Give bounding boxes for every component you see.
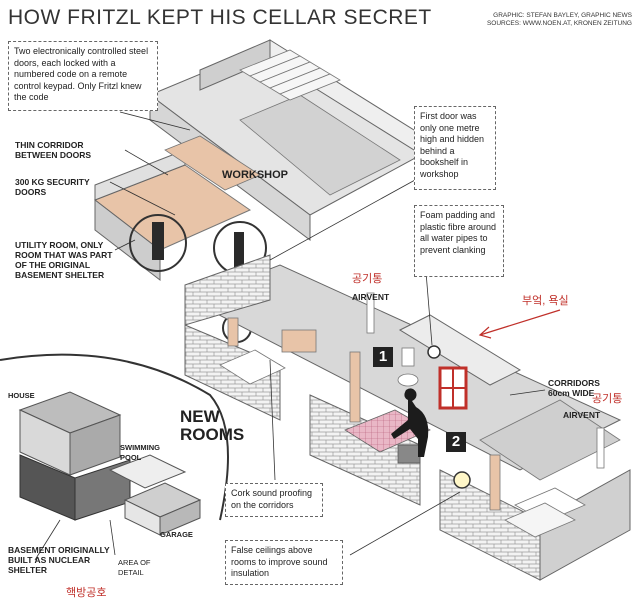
- corridor-panel-3: [227, 317, 239, 347]
- note-ceilings: False ceilings above rooms to improve so…: [225, 540, 343, 585]
- workshop-floor: [239, 94, 401, 196]
- room-right-floor: [479, 399, 621, 481]
- airvent-pipe-2: [596, 427, 605, 469]
- upper-basement: [93, 39, 431, 343]
- label-airvent-2: AIRVENT: [563, 410, 601, 420]
- label-corridors: CORRIDORS 60cm WIDE: [548, 378, 600, 398]
- mirror: [401, 347, 415, 367]
- badge-2: 2: [446, 432, 466, 452]
- sink: [397, 373, 419, 387]
- credit-line-2: SOURCES: WWW.NOEN.AT, KRONEN ZEITUNG: [486, 20, 632, 27]
- red-arrow: [478, 309, 561, 339]
- bed-right-2: [504, 502, 576, 538]
- label-security-doors: 300 KG SECURITY DOORS: [15, 177, 90, 197]
- badge-1: 1: [373, 347, 393, 367]
- note-foam: Foam padding and plastic fibre around al…: [414, 205, 504, 277]
- label-garage: GARAGE: [160, 530, 193, 539]
- cork-circle-2: [453, 471, 471, 489]
- credit-line-1: GRAPHIC: STEFAN BAYLEY, GRAPHIC NEWS: [493, 12, 632, 19]
- corridor-panel-2: [489, 454, 501, 511]
- label-house: HOUSE: [8, 391, 35, 400]
- security-door-2: [234, 232, 244, 268]
- pool: [108, 454, 187, 489]
- garage-side: [159, 499, 201, 536]
- utility-left-wall: [94, 198, 161, 282]
- detail-circle-utility: [129, 214, 187, 272]
- thin-corridor-floor: [164, 135, 261, 191]
- page-title: HOW FRITZL KEPT HIS CELLAR SECRET: [8, 6, 432, 29]
- leader-lines: [109, 111, 546, 556]
- note-cork: Cork sound proofing on the corridors: [225, 483, 323, 517]
- wardrobe: [281, 329, 317, 353]
- korean-kitchen-bath: 부엌, 욕실: [522, 295, 569, 307]
- brick-wall-far-right: [539, 469, 631, 581]
- water-pipe-circle: [427, 345, 441, 359]
- figure-silhouette: [391, 388, 429, 457]
- korean-airvent-2: 공기통: [592, 393, 623, 405]
- label-area-of-detail: AREA OF DETAIL: [118, 558, 151, 577]
- new-rooms: [184, 254, 631, 581]
- label-airvent-1: AIRVENT: [352, 292, 390, 302]
- inset-border: [0, 353, 229, 521]
- label-workshop: WORKSHOP: [222, 169, 288, 181]
- label-thin-corridor: THIN CORRIDOR BETWEEN DOORS: [15, 140, 92, 160]
- korean-airvent-1: 공기통: [352, 273, 383, 285]
- brick-wall-left: [184, 254, 271, 326]
- label-utility-room: UTILITY ROOM, ONLY ROOM THAT WAS PART OF…: [15, 240, 113, 280]
- security-door-1: [152, 222, 164, 260]
- korean-shelter: 핵방공호: [66, 587, 107, 599]
- label-new-rooms: NEW ROOMS: [180, 407, 245, 444]
- locator-inset: [0, 353, 229, 561]
- credits: GRAPHIC: STEFAN BAYLEY, GRAPHIC NEWS SOU…: [487, 12, 632, 28]
- stairs: [239, 49, 341, 101]
- label-pool: SWIMMING POOL: [120, 443, 160, 462]
- stove: [397, 444, 421, 464]
- note-first-door: First door was only one metre high and h…: [414, 106, 496, 190]
- house-side: [69, 414, 121, 476]
- airvent-pipe-1: [366, 292, 375, 334]
- corridor-panel-1: [349, 351, 361, 423]
- label-basement: BASEMENT ORIGINALLY BUILT AS NUCLEAR SHE…: [8, 545, 110, 575]
- note-steel-doors: Two electronically controlled steel door…: [8, 41, 158, 111]
- bed-left: [219, 349, 286, 385]
